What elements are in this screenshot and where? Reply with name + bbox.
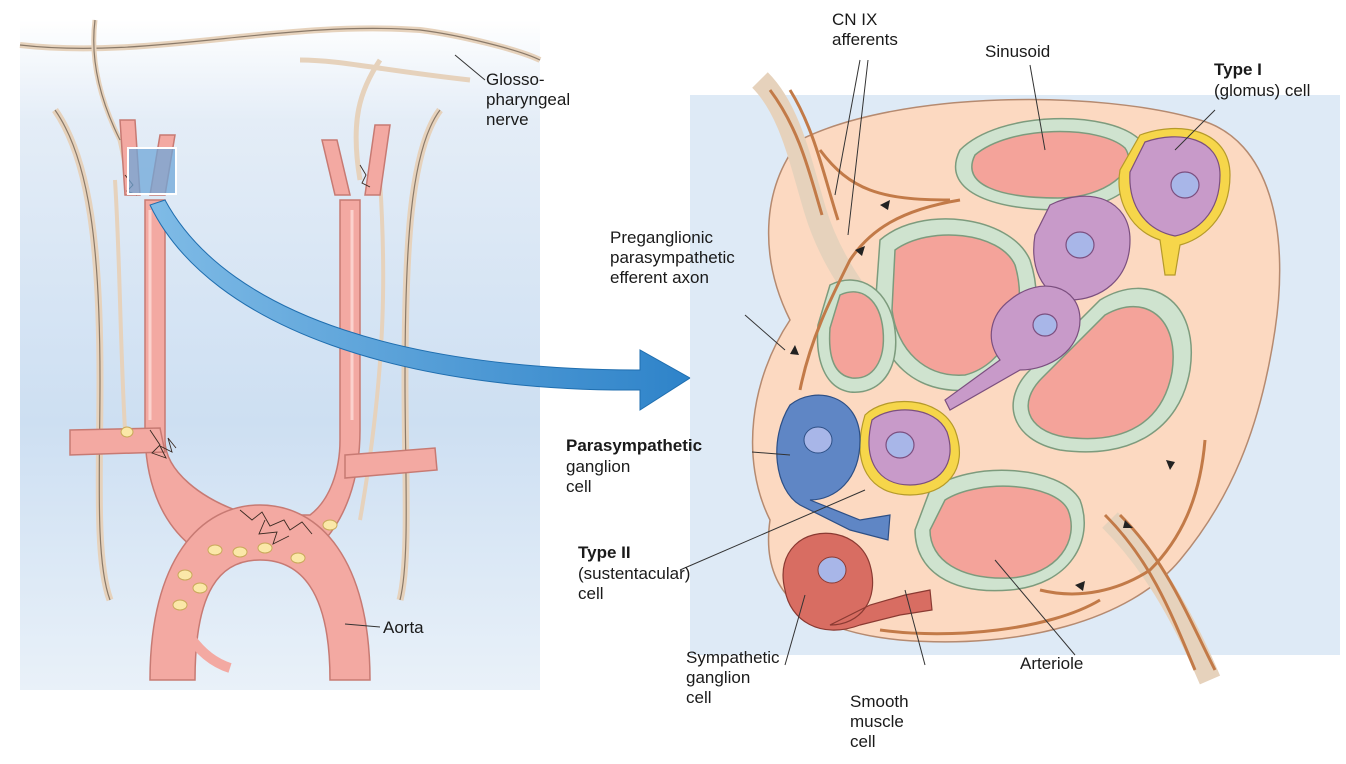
right-panel: [690, 80, 1340, 680]
label-glossopharyngeal-nerve: Glosso- pharyngeal nerve: [486, 70, 570, 130]
label-sustentacular-cell: (sustentacular) cell: [578, 564, 690, 604]
label-arteriole: Arteriole: [1020, 654, 1083, 674]
label-preganglionic-axon: Preganglionic parasympathetic efferent a…: [610, 228, 735, 288]
label-aorta: Aorta: [383, 618, 424, 638]
carotid-body-zoom-box: [128, 148, 176, 194]
label-parasympathetic: Parasympathetic: [566, 436, 702, 456]
label-smooth-muscle-cell: Smooth muscle cell: [850, 692, 909, 752]
label-type-ii: Type II: [578, 543, 631, 563]
label-glomus-cell: (glomus) cell: [1214, 81, 1310, 101]
label-cn-ix-afferents: CN IX afferents: [832, 10, 898, 50]
left-panel: [20, 20, 540, 690]
label-sinusoid: Sinusoid: [985, 42, 1050, 62]
label-type-i: Type I: [1214, 60, 1262, 80]
label-sympathetic-ganglion-cell: Sympathetic ganglion cell: [686, 648, 780, 708]
label-parasympathetic-ganglion-cell: ganglion cell: [566, 457, 630, 497]
